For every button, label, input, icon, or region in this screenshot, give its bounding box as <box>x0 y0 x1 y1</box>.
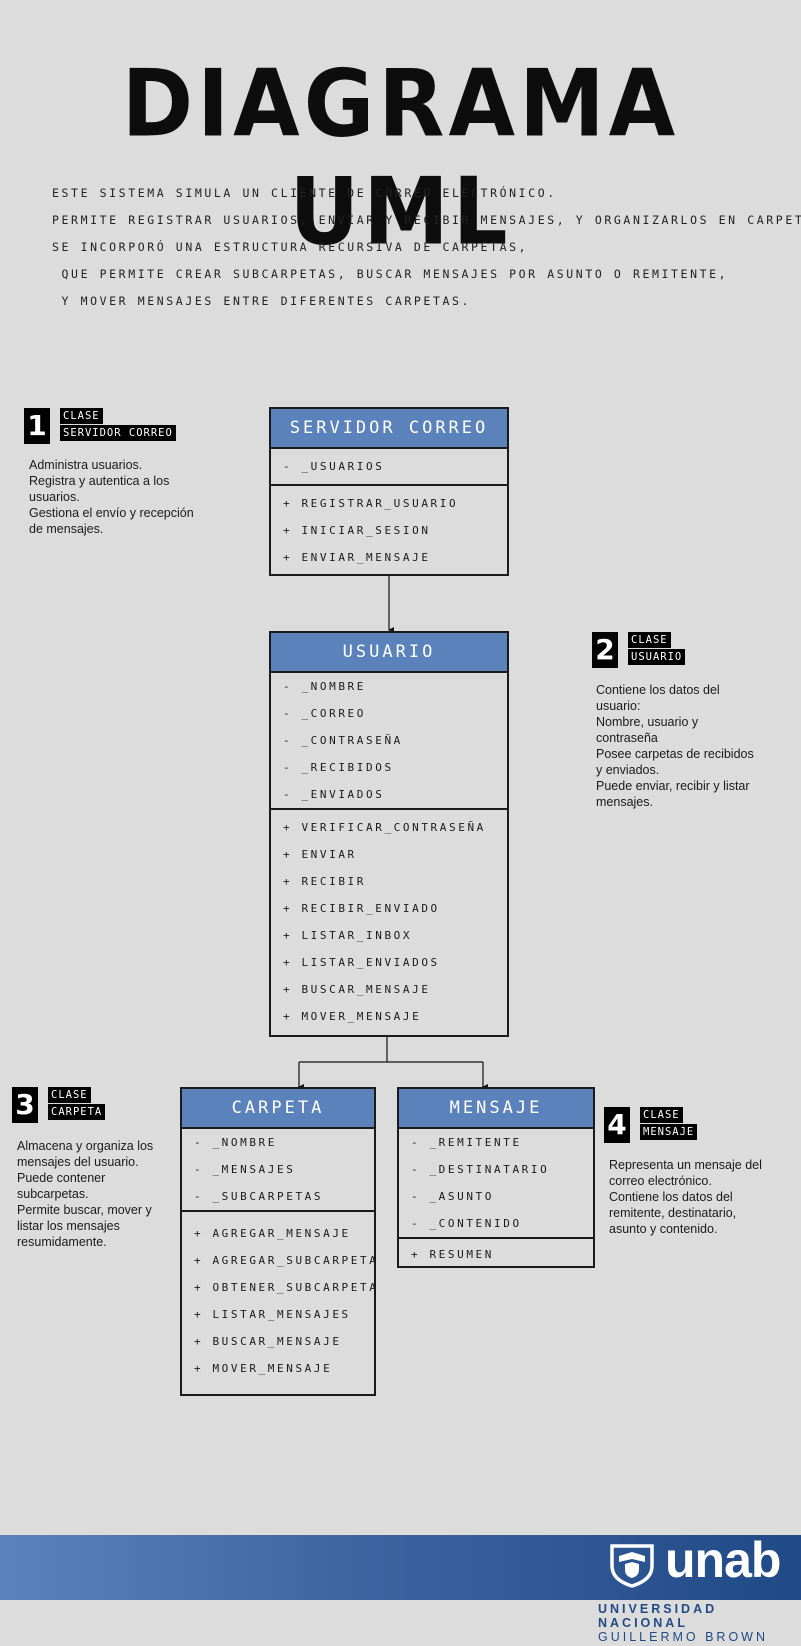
attribute: - _ENVIADOS <box>283 788 385 801</box>
attributes-section: - _NOMBRE - _CORREO - _CONTRASEÑA - _REC… <box>271 673 507 808</box>
tag-label: CLASE MENSAJE <box>640 1107 698 1141</box>
attribute: - _CONTRASEÑA <box>283 734 403 747</box>
attribute: - _DESTINATARIO <box>411 1163 550 1176</box>
methods-section: + RESUMEN <box>399 1237 593 1270</box>
attribute: - _SUBCARPETAS <box>194 1190 324 1203</box>
method: + INICIAR_SESION <box>283 524 431 537</box>
method: + AGREGAR_SUBCARPETA <box>194 1254 379 1267</box>
method: + VERIFICAR_CONTRASEÑA <box>283 821 486 834</box>
university-name: UNIVERSIDAD NACIONAL GUILLERMO BROWN <box>598 1602 801 1644</box>
description-line: Representa un mensaje del correo electró… <box>609 1158 762 1188</box>
description-mensaje: Representa un mensaje del correo electró… <box>609 1157 769 1237</box>
tag-label-line: CLASE <box>628 632 671 648</box>
methods-section: + VERIFICAR_CONTRASEÑA + ENVIAR + RECIBI… <box>271 808 507 1034</box>
tag-label-line: SERVIDOR CORREO <box>60 425 176 441</box>
method: + LISTAR_ENVIADOS <box>283 956 440 969</box>
class-name: CARPETA <box>182 1089 374 1129</box>
description-line: Almacena y organiza los mensajes del usu… <box>17 1139 154 1169</box>
method: + OBTENER_SUBCARPETA <box>194 1281 379 1294</box>
class-box-usuario: USUARIO - _NOMBRE - _CORREO - _CONTRASEÑ… <box>269 631 509 1037</box>
method: + MOVER_MENSAJE <box>283 1010 422 1023</box>
method: + ENVIAR_MENSAJE <box>283 551 431 564</box>
tag-label-line: CLASE <box>640 1107 683 1123</box>
unab-shield-icon <box>610 1544 654 1588</box>
description-line: Puede enviar, recibir y listar mensajes. <box>596 779 750 809</box>
description-line: Contiene los datos del usuario: <box>596 683 720 713</box>
tag-label: CLASE SERVIDOR CORREO <box>60 408 176 442</box>
description-line: Posee carpetas de recibidos y enviados. <box>596 747 754 777</box>
description-line: Administra usuarios. <box>29 458 143 472</box>
attribute: - _RECIBIDOS <box>283 761 394 774</box>
method: + RESUMEN <box>411 1248 495 1261</box>
method: + AGREGAR_MENSAJE <box>194 1227 351 1240</box>
page-title: DIAGRAMA UML <box>121 49 680 266</box>
intro-line: Y MOVER MENSAJES ENTRE DIFERENTES CARPET… <box>52 294 472 308</box>
class-box-servidor-correo: SERVIDOR CORREO - _USUARIOS + REGISTRAR_… <box>269 407 509 576</box>
description-line: Nombre, usuario y contraseña <box>596 715 699 745</box>
method: + BUSCAR_MENSAJE <box>283 983 431 996</box>
class-name: USUARIO <box>271 633 507 673</box>
attribute: - _CORREO <box>283 707 367 720</box>
tag-label: CLASE USUARIO <box>628 632 686 666</box>
class-box-mensaje: MENSAJE - _REMITENTE - _DESTINATARIO - _… <box>397 1087 595 1268</box>
method: + RECIBIR <box>283 875 367 888</box>
description-line: Registra y autentica a los usuarios. <box>29 474 170 504</box>
method: + REGISTRAR_USUARIO <box>283 497 459 510</box>
description-line: Puede contener subcarpetas. <box>17 1171 106 1201</box>
attribute: - _REMITENTE <box>411 1136 522 1149</box>
attribute: - _USUARIOS <box>283 460 385 473</box>
methods-section: + AGREGAR_MENSAJE + AGREGAR_SUBCARPETA +… <box>182 1210 379 1386</box>
intro-text: ESTE SISTEMA SIMULA UN CLIENTE DE CORREO… <box>52 180 801 315</box>
university-line: GUILLERMO BROWN <box>598 1630 769 1644</box>
class-box-carpeta: CARPETA - _NOMBRE - _MENSAJES - _SUBCARP… <box>180 1087 376 1396</box>
tag-label-line: CARPETA <box>48 1104 106 1120</box>
description-usuario: Contiene los datos del usuario: Nombre, … <box>596 682 760 810</box>
tag-number: 3 <box>12 1087 38 1123</box>
description-line: Contiene los datos del remitente, destin… <box>609 1190 737 1236</box>
tag-number: 2 <box>592 632 618 668</box>
intro-line: ESTE SISTEMA SIMULA UN CLIENTE DE CORREO… <box>52 186 557 200</box>
method: + BUSCAR_MENSAJE <box>194 1335 342 1348</box>
university-line: UNIVERSIDAD NACIONAL <box>598 1602 718 1630</box>
footer-bar <box>0 1535 801 1600</box>
attributes-section: - _REMITENTE - _DESTINATARIO - _ASUNTO -… <box>399 1129 593 1237</box>
method: + MOVER_MENSAJE <box>194 1362 333 1375</box>
attributes-section: - _USUARIOS <box>271 449 507 484</box>
tag-number: 1 <box>24 408 50 444</box>
tag-label-line: CLASE <box>48 1087 91 1103</box>
description-line: Gestiona el envío y recepción de mensaje… <box>29 506 194 536</box>
methods-section: + REGISTRAR_USUARIO + INICIAR_SESION + E… <box>271 484 507 575</box>
tag-number: 4 <box>604 1107 630 1143</box>
method: + LISTAR_MENSAJES <box>194 1308 351 1321</box>
attribute: - _NOMBRE <box>194 1136 278 1149</box>
attribute: - _MENSAJES <box>194 1163 296 1176</box>
tag-label-line: MENSAJE <box>640 1124 698 1140</box>
attribute: - _CONTENIDO <box>411 1217 522 1230</box>
description-servidor: Administra usuarios. Registra y autentic… <box>29 457 201 537</box>
attribute: - _ASUNTO <box>411 1190 495 1203</box>
tag-label: CLASE CARPETA <box>48 1087 106 1121</box>
intro-line: QUE PERMITE CREAR SUBCARPETAS, BUSCAR ME… <box>52 267 729 281</box>
tag-label-line: CLASE <box>60 408 103 424</box>
method: + ENVIAR <box>283 848 357 861</box>
description-line: Permite buscar, mover y listar los mensa… <box>17 1203 152 1249</box>
intro-line: PERMITE REGISTRAR USUARIOS, ENVIAR Y REC… <box>52 213 801 227</box>
intro-line: SE INCORPORÓ UNA ESTRUCTURA RECURSIVA DE… <box>52 240 529 254</box>
unab-logo-text: unab <box>665 1532 781 1588</box>
method: + LISTAR_INBOX <box>283 929 413 942</box>
class-name: SERVIDOR CORREO <box>271 409 507 449</box>
tag-label-line: USUARIO <box>628 649 686 665</box>
method: + RECIBIR_ENVIADO <box>283 902 440 915</box>
class-name: MENSAJE <box>399 1089 593 1129</box>
attributes-section: - _NOMBRE - _MENSAJES - _SUBCARPETAS <box>182 1129 374 1210</box>
description-carpeta: Almacena y organiza los mensajes del usu… <box>17 1138 167 1250</box>
attribute: - _NOMBRE <box>283 680 367 693</box>
